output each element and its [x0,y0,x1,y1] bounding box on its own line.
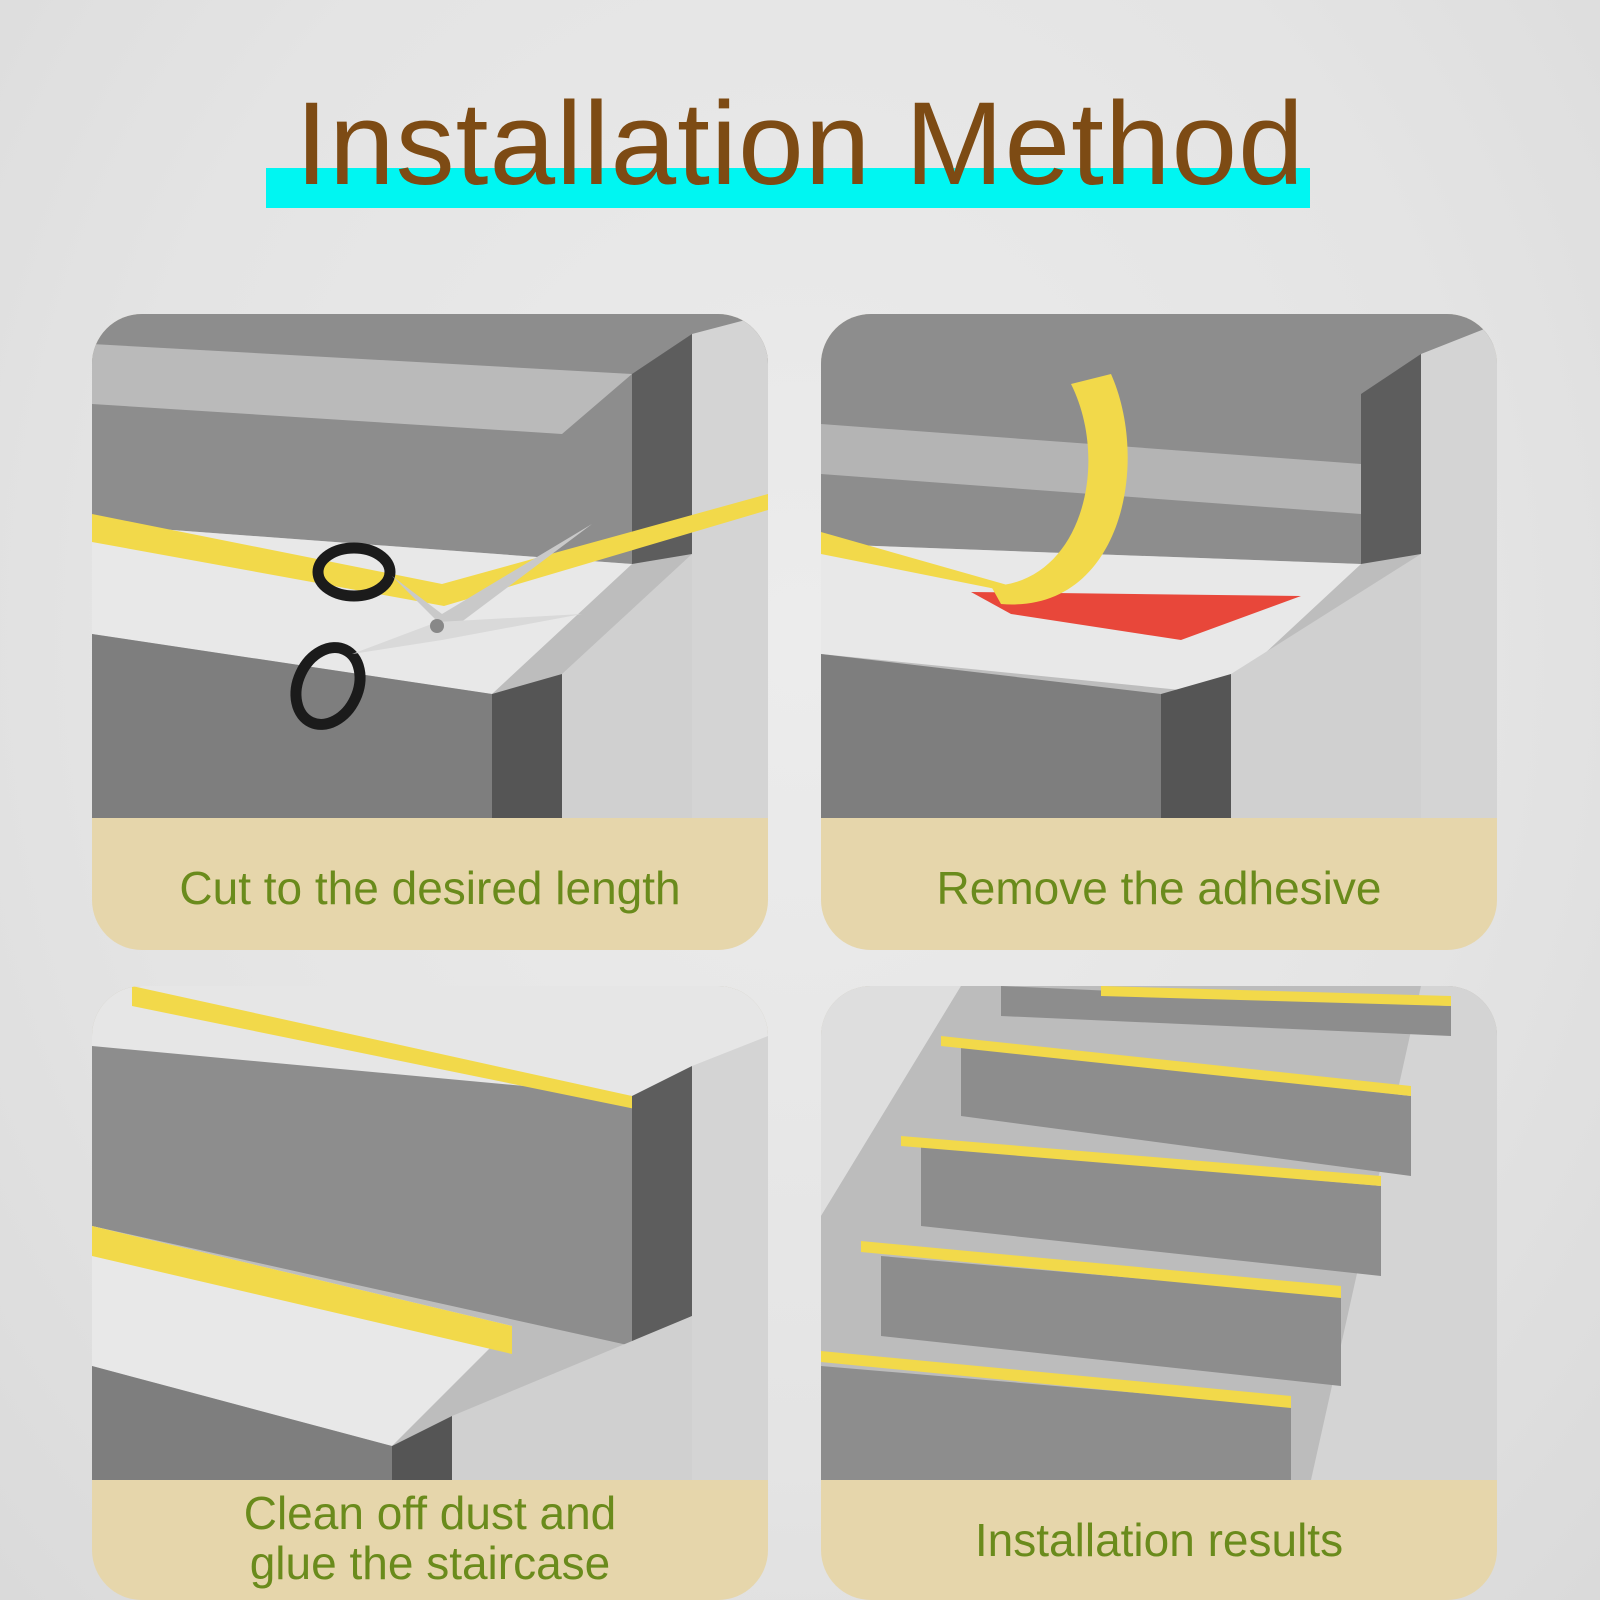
header: Installation Method [0,0,1600,220]
peeling-strip-icon [971,592,1301,640]
step-caption: Clean off dust and glue the staircase [92,1488,768,1588]
step-caption: Remove the adhesive [936,862,1382,914]
step-card-results: Installation results [821,986,1497,1600]
stair-scene-clean-glue [92,986,768,1480]
title-highlight-band [266,168,1310,208]
step-card-clean-glue: Clean off dust and glue the staircase [92,986,768,1600]
stair-scene-results [821,986,1497,1480]
caption-line: Clean off dust and [243,1487,617,1539]
step-card-cut: Cut to the desired length [92,314,768,950]
step-caption: Installation results [974,1514,1344,1566]
stair-scene-cut [92,314,768,818]
step-caption: Cut to the desired length [179,862,681,914]
scissors-icon [290,524,592,730]
step-card-remove-adhesive: Remove the adhesive [821,314,1497,950]
caption-line: glue the staircase [249,1537,611,1589]
page-title: Installation Method [295,78,1305,210]
stair-scene-remove-adhesive [821,314,1497,818]
